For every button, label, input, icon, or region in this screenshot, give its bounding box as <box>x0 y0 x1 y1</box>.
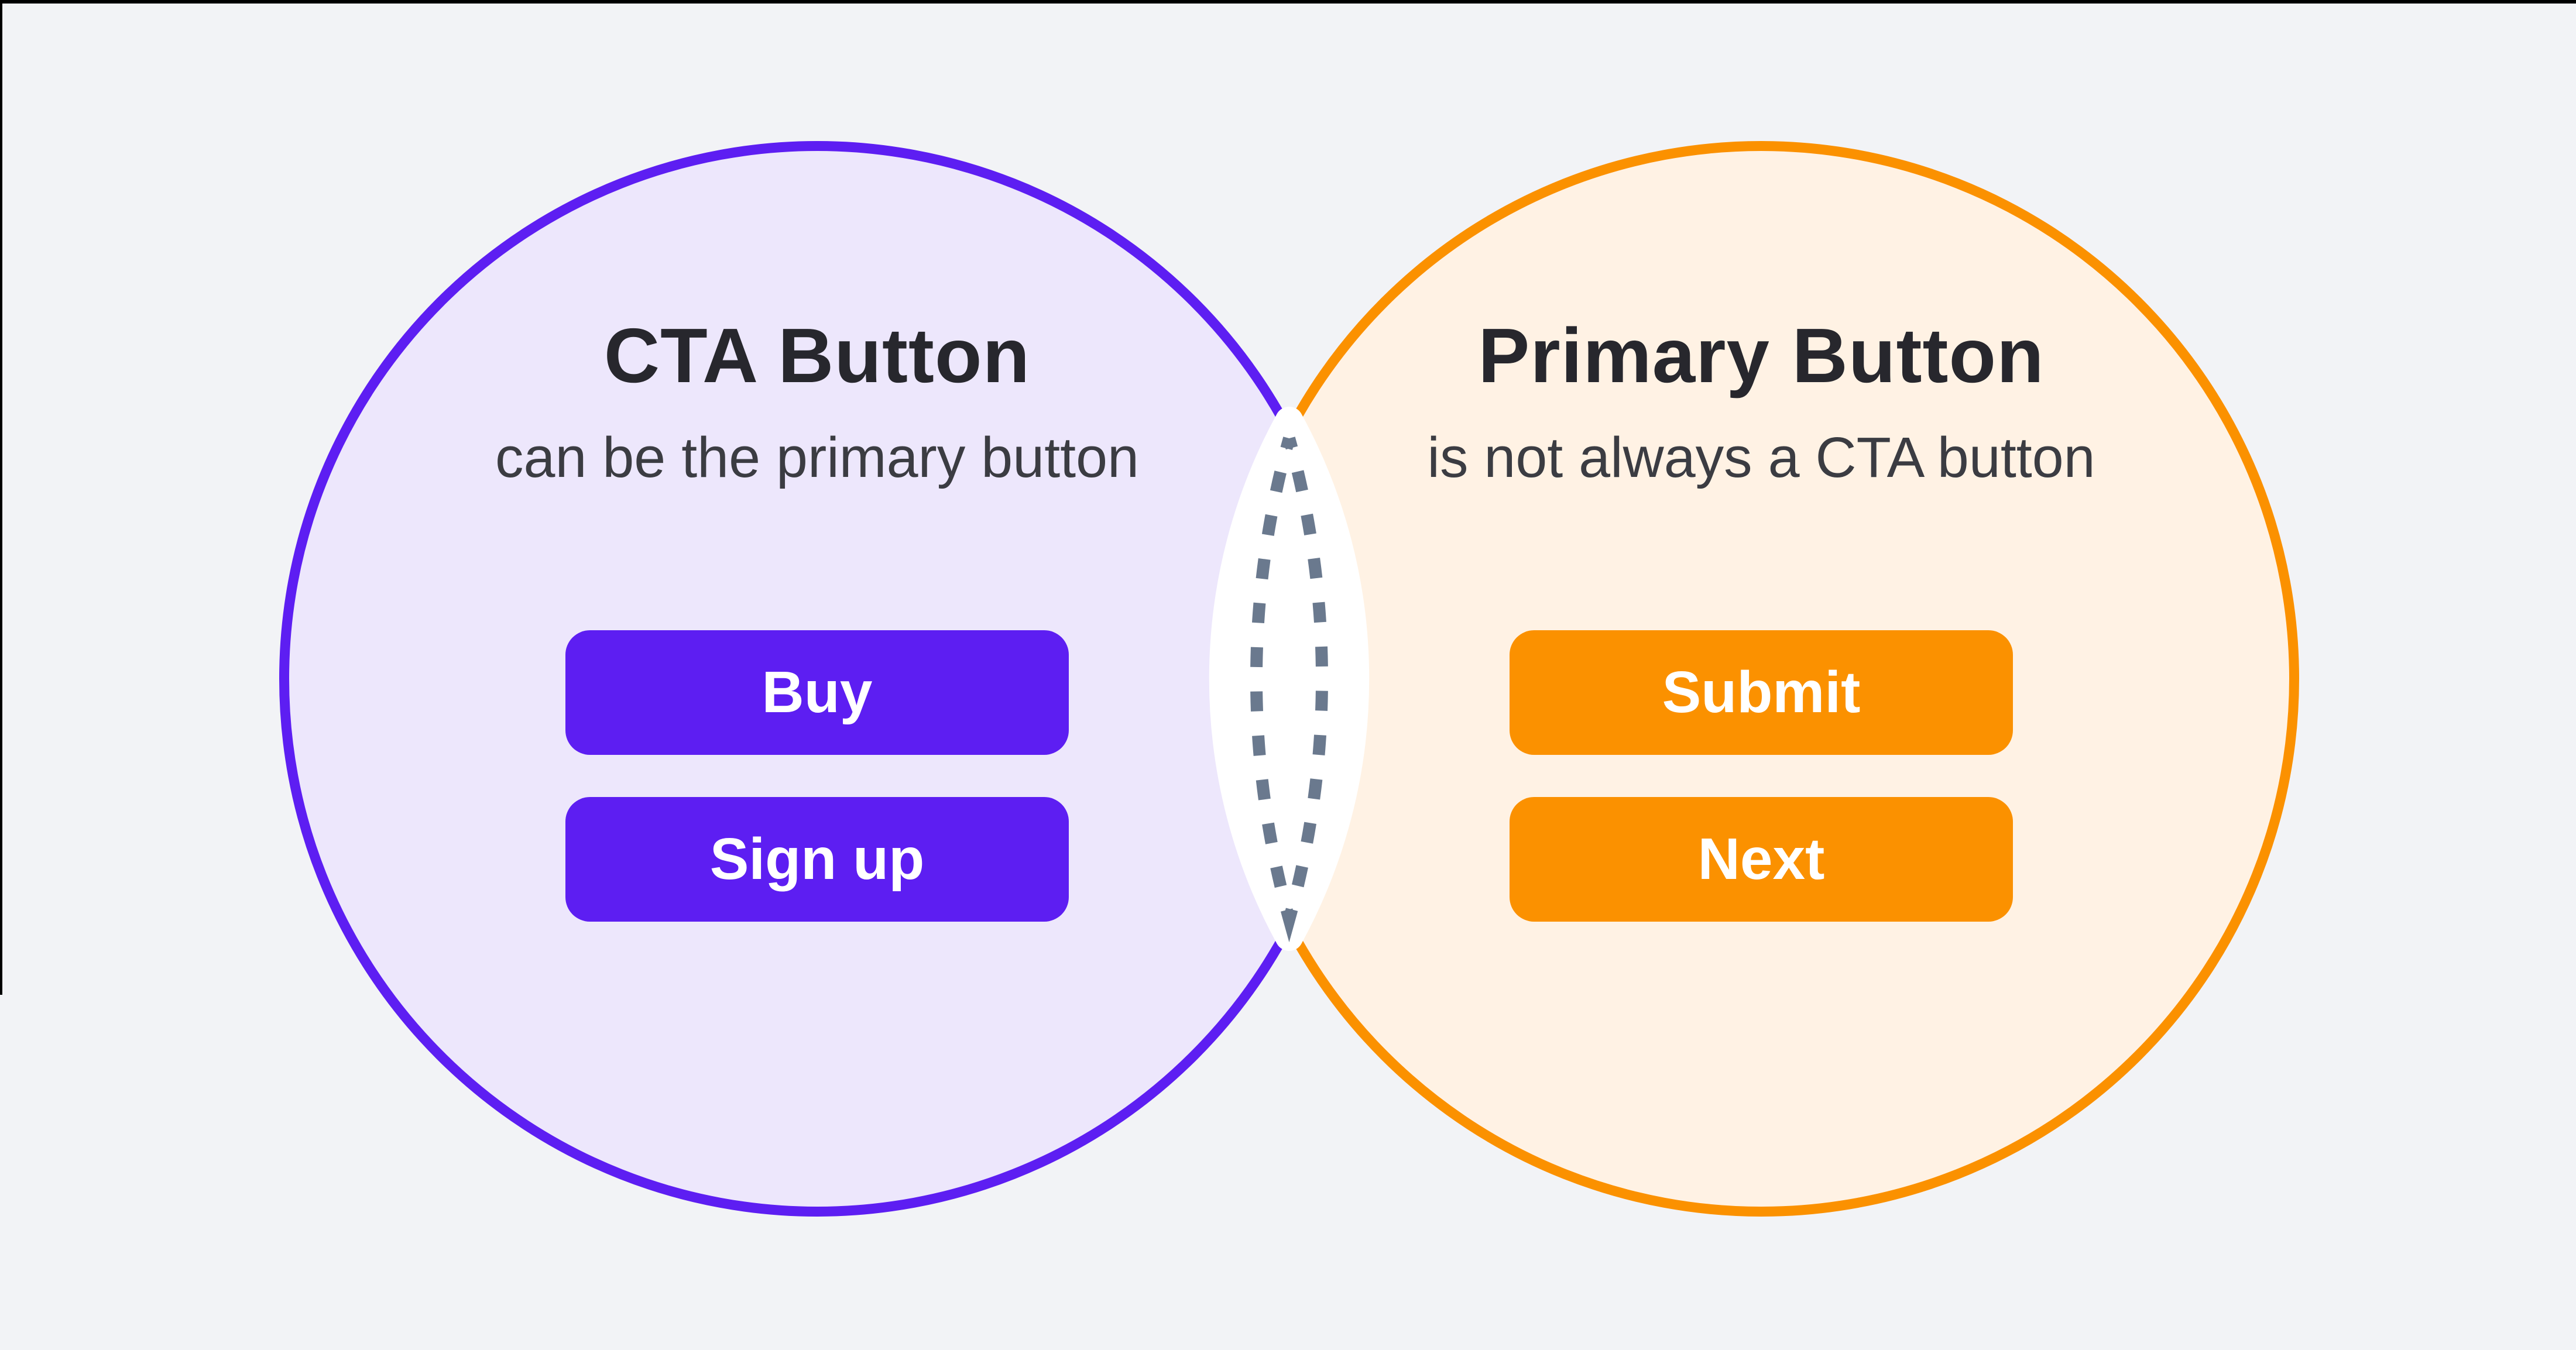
next-button[interactable]: Next <box>1510 797 2013 922</box>
primary-title: Primary Button <box>1478 312 2045 399</box>
overlap-region <box>1209 407 1370 951</box>
cta-subtitle: can be the primary button <box>495 425 1139 489</box>
cta-title: CTA Button <box>603 312 1031 399</box>
left-edge-artifact <box>0 0 2 995</box>
buy-button[interactable]: Buy <box>565 630 1069 755</box>
overlap-dashed-border <box>1250 437 1329 943</box>
top-edge-artifact <box>0 0 2576 4</box>
sign-up-button[interactable]: Sign up <box>565 797 1069 922</box>
submit-button[interactable]: Submit <box>1510 630 2013 755</box>
primary-subtitle: is not always a CTA button <box>1427 425 2095 489</box>
